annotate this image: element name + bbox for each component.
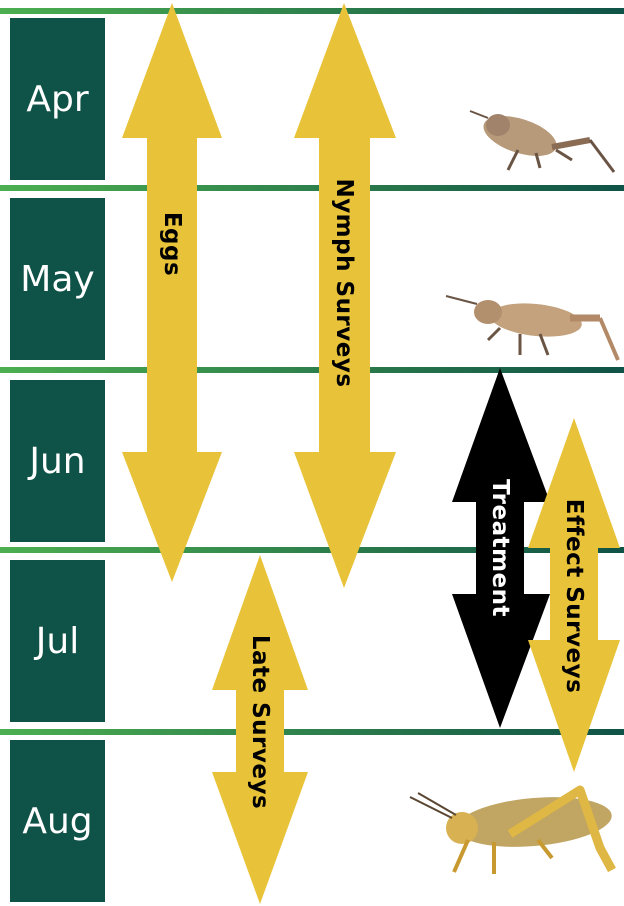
month-divider: [0, 367, 624, 373]
month-divider: [0, 8, 624, 14]
effect-surveys-label: Effect Surveys: [561, 498, 587, 694]
month-label: Aug: [22, 800, 93, 842]
late-surveys-label: Late Surveys: [247, 634, 273, 810]
treatment-arrow: [452, 368, 550, 728]
nymph-surveys-label: Nymph Surveys: [331, 178, 357, 388]
nymph-surveys-arrow: [294, 3, 396, 588]
month-divider: [0, 729, 624, 735]
month-box-apr: Apr: [10, 18, 105, 180]
month-label: Apr: [26, 78, 89, 120]
month-label: Jul: [35, 620, 80, 662]
eggs-label: Eggs: [159, 211, 185, 277]
late-surveys-arrow: [212, 555, 308, 904]
month-divider: [0, 185, 624, 191]
month-divider: [0, 547, 624, 553]
month-box-may: May: [10, 198, 105, 360]
effect-surveys-arrow: [528, 418, 620, 772]
grasshopper-nymph-late-image: [445, 295, 620, 361]
month-box-jun: Jun: [10, 380, 105, 542]
grasshopper-nymph-early-image: [469, 110, 616, 173]
treatment-label: Treatment: [487, 478, 513, 618]
month-label: May: [20, 258, 95, 300]
month-box-aug: Aug: [10, 740, 105, 902]
month-box-jul: Jul: [10, 560, 105, 722]
grasshopper-adult-image: [409, 785, 616, 874]
eggs-arrow: [122, 3, 222, 582]
month-label: Jun: [29, 440, 86, 482]
